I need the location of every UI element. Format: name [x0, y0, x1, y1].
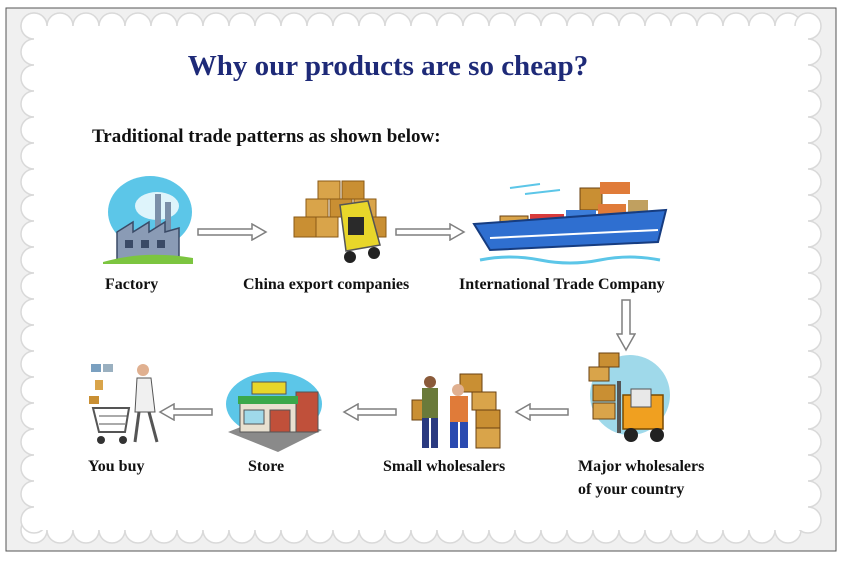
arrow-export-to-intl — [395, 223, 466, 241]
small-wholesalers-label: Small wholesalers — [383, 458, 506, 475]
arrow-small-to-store — [342, 403, 397, 421]
workers-with-boxes-icon — [411, 373, 501, 449]
cargo-boxes-icon — [293, 180, 387, 263]
major-wholesalers-label-line2: of your country — [578, 481, 685, 498]
diagram-subtitle: Traditional trade patterns as shown belo… — [92, 126, 441, 147]
forklift-icon — [588, 352, 670, 442]
page-title: Why our products are so cheap? — [187, 50, 589, 82]
intl-label: International Trade Company — [459, 276, 665, 293]
shopping-cart-icon — [89, 364, 159, 444]
arrow-factory-to-export — [197, 223, 268, 241]
arrow-store-to-you — [158, 403, 213, 421]
store-label: Store — [248, 458, 285, 475]
export-label: China export companies — [243, 276, 410, 293]
factory-icon — [103, 176, 193, 264]
store-icon — [226, 372, 322, 452]
arrow-major-to-small — [514, 403, 569, 421]
major-wholesalers-label-line1: Major wholesalers — [578, 458, 705, 475]
you-buy-label: You buy — [88, 458, 145, 475]
arrow-intl-to-major — [616, 299, 636, 352]
cargo-ship-icon — [472, 182, 668, 265]
factory-label: Factory — [105, 276, 159, 293]
